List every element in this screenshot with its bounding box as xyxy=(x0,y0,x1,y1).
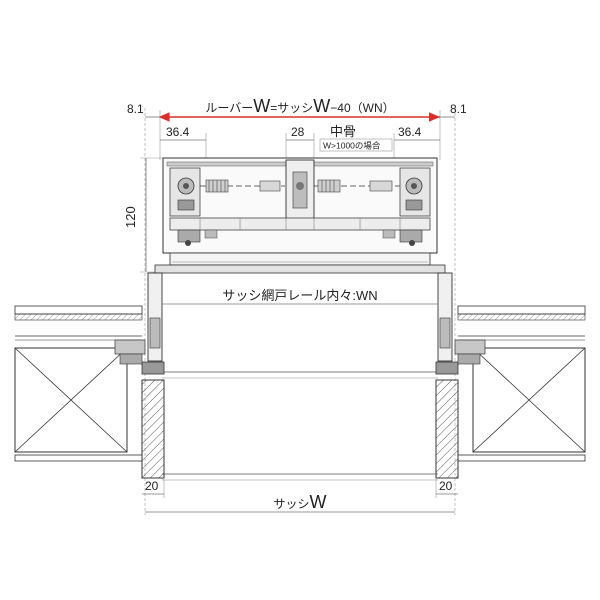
center-note-label: W>1000の場合 xyxy=(323,141,381,151)
center-member-label: 中骨 xyxy=(330,124,356,139)
louver-base-plate xyxy=(154,264,446,274)
right-bracket xyxy=(405,199,423,211)
right-roof-sheet xyxy=(457,305,586,315)
left-roof-sheet xyxy=(14,305,143,315)
height-label: 120 xyxy=(123,206,138,228)
left-offset-label: 8.1 xyxy=(127,102,144,116)
right-screw xyxy=(409,240,415,246)
right-coupler xyxy=(369,180,393,192)
left-floor-board xyxy=(14,454,143,462)
sash-width-label: サッシW xyxy=(273,492,326,512)
left-coupler xyxy=(259,180,281,192)
left-roof-insulation xyxy=(14,313,143,321)
left-jamb-core xyxy=(149,317,161,349)
center-note-box xyxy=(319,138,393,152)
right-offset-label: 8.1 xyxy=(450,102,467,116)
bottom-dimension-group: 20 20 サッシW xyxy=(142,478,458,513)
louver-bottom-flange xyxy=(169,252,431,266)
height-dimension-group: 120 xyxy=(123,157,166,273)
right-jamb-core xyxy=(439,317,451,349)
left-bracket xyxy=(177,199,195,211)
center-pin xyxy=(296,182,304,190)
left-gear-hub xyxy=(183,183,189,189)
inner-rail-label: サッシ網戸レール内々:WN xyxy=(222,288,377,303)
right-sill-fitting xyxy=(435,361,459,375)
top-dimension-group: 8.1 8.1 ルーバーW=サッシW−40（WN） 36.4 36.4 28 中… xyxy=(127,96,467,515)
right-flashing xyxy=(454,339,486,355)
left-screw xyxy=(185,240,191,246)
right-width-label: 36.4 xyxy=(398,125,422,139)
center-width-label: 28 xyxy=(291,125,305,139)
right-gear-hub xyxy=(411,183,417,189)
left-width-label: 36.4 xyxy=(166,125,190,139)
right-roof-insulation xyxy=(457,313,586,321)
left-masonry xyxy=(141,379,165,479)
right-spring xyxy=(317,179,341,193)
right-bottom-label: 20 xyxy=(439,479,453,493)
louver-width-title: ルーバーW=サッシW−40（WN） xyxy=(205,96,394,116)
left-wall xyxy=(14,305,165,479)
left-flashing xyxy=(114,339,146,355)
right-masonry xyxy=(435,379,459,479)
left-sill-fitting xyxy=(141,361,165,375)
louver-blade-row xyxy=(169,217,431,231)
right-floor-board xyxy=(457,454,586,462)
sash-frame: サッシ網戸レール内々:WN xyxy=(141,272,459,481)
louver-unit xyxy=(154,157,446,274)
right-wall xyxy=(435,305,586,479)
left-bottom-label: 20 xyxy=(145,479,159,493)
